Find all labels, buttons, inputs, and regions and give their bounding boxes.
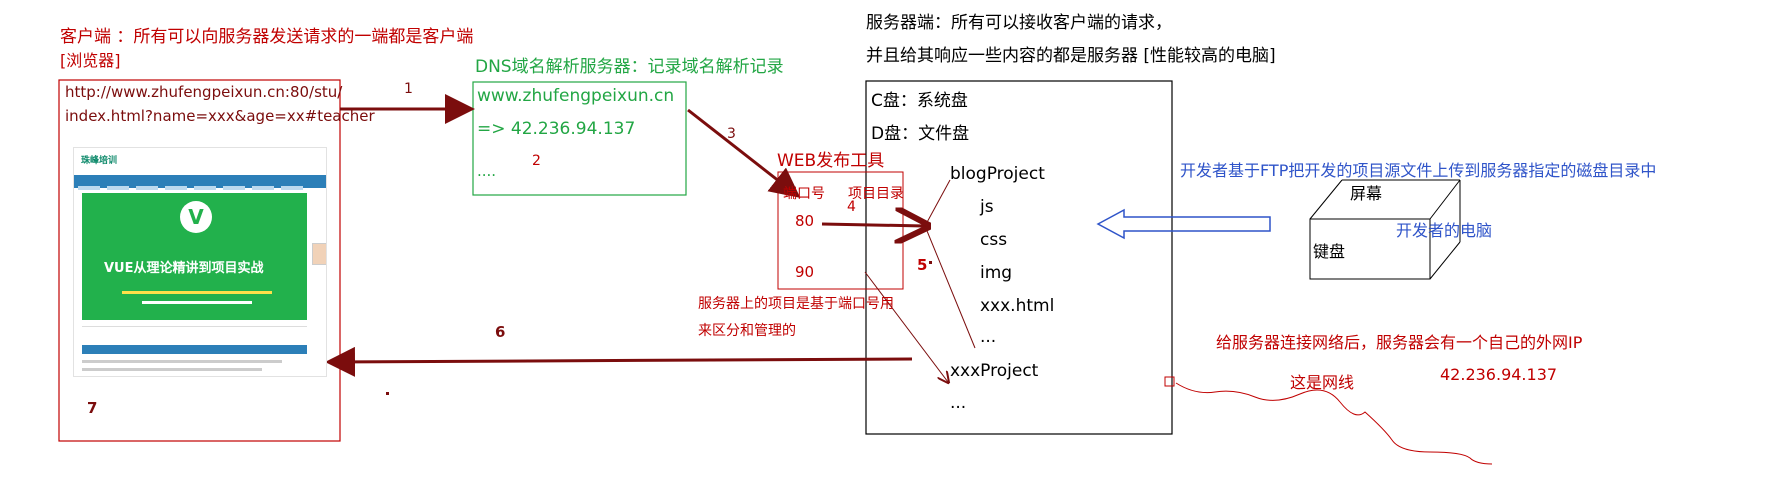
network-note: 给服务器连接网络后，服务器会有一个自己的外网IP (1216, 333, 1583, 352)
blog-project-folder: blogProject (950, 164, 1045, 184)
step-6-label: 6 (495, 323, 506, 341)
file-js: js (980, 197, 994, 217)
site-nav-bar (74, 175, 326, 190)
dns-server-box (472, 81, 687, 196)
drive-d-label: D盘：文件盘 (871, 124, 970, 144)
web-tool-title: WEB发布工具 (777, 151, 885, 171)
port-90: 90 (795, 263, 815, 281)
site-table-header (82, 345, 307, 354)
server-heading-line2: 并且给其响应一些内容的都是服务器 [性能较高的电脑] (866, 46, 1276, 66)
screen-label: 屏幕 (1350, 184, 1383, 203)
file-css: css (980, 230, 1008, 250)
dns-ip-record: => 42.236.94.137 (477, 119, 636, 139)
xxx-project-folder: xxxProject (950, 361, 1039, 381)
ftp-upload-arrow (1096, 208, 1271, 240)
server-box (865, 80, 1173, 435)
site-table-row (82, 360, 282, 363)
file-more: ... (980, 327, 997, 347)
step-3-label: 3 (727, 126, 736, 142)
vue-logo-icon: V (180, 201, 212, 233)
step-4-label: 4 (847, 199, 856, 215)
network-cable-note: 这是网线 (1290, 373, 1355, 392)
ftp-upload-note: 开发者基于FTP把开发的项目源文件上传到服务器指定的磁盘目录中 (1180, 161, 1657, 180)
dns-more: .... (477, 162, 497, 180)
stray-dot-b (929, 261, 932, 264)
dns-domain: www.zhufengpeixun.cn (477, 86, 675, 106)
request-url-line1: http://www.zhufengpeixun.cn:80/stu/ (65, 83, 343, 101)
dir-column-header: 项目目录 (848, 186, 904, 202)
banner-subline (122, 291, 272, 294)
port-note-line2: 来区分和管理的 (698, 323, 796, 339)
site-logo: 珠峰培训 (81, 156, 118, 166)
site-table-row (82, 368, 262, 371)
site-banner: V VUE从理论精讲到项目实战 (82, 193, 307, 320)
drive-c-label: C盘：系统盘 (871, 91, 968, 111)
network-cable (1175, 382, 1493, 465)
teacher-avatar (312, 243, 326, 265)
arrow-step-4 (821, 224, 925, 226)
step-5-label: 5 (917, 256, 928, 274)
site-divider (82, 326, 307, 327)
server-more: ... (950, 393, 967, 413)
port-column-header: 端口号 (783, 186, 825, 202)
browser-tag: [浏览器] (60, 51, 121, 70)
stray-dot-a (386, 392, 389, 395)
server-heading-line1: 服务器端：所有可以接收客户端的请求， (866, 13, 1172, 33)
step-1-label: 1 (404, 81, 413, 97)
client-browser-frame (58, 79, 341, 442)
link-to-files (924, 225, 976, 349)
banner-title: VUE从理论精讲到项目实战 (104, 261, 264, 276)
website-thumbnail: 珠峰培训 V VUE从理论精讲到项目实战 (73, 147, 327, 377)
cable-plug (1164, 376, 1175, 387)
arrow-step-3 (687, 108, 801, 198)
banner-subline-2 (142, 301, 252, 304)
link-to-blog-project (924, 179, 951, 227)
link-to-xxx-project (864, 271, 948, 382)
step-7-label: 7 (87, 399, 98, 417)
file-html: xxx.html (980, 296, 1055, 316)
request-url-line2: index.html?name=xxx&age=xx#teacher (65, 107, 375, 125)
port-80: 80 (795, 212, 815, 230)
client-heading: 客户端 ：所有可以向服务器发送请求的一端都是客户端 (60, 27, 474, 47)
keyboard-label: 键盘 (1313, 242, 1346, 261)
public-ip: 42.236.94.137 (1440, 365, 1558, 384)
dns-heading: DNS域名解析服务器：记录域名解析记录 (475, 57, 784, 77)
port-note-line1: 服务器上的项目是基于端口号用 (698, 296, 894, 312)
developer-computer-sketch (1309, 179, 1461, 280)
step-2-label: 2 (532, 153, 541, 169)
file-img: img (980, 263, 1013, 283)
developer-computer-label: 开发者的电脑 (1396, 221, 1493, 240)
arrow-step-6 (325, 346, 913, 377)
